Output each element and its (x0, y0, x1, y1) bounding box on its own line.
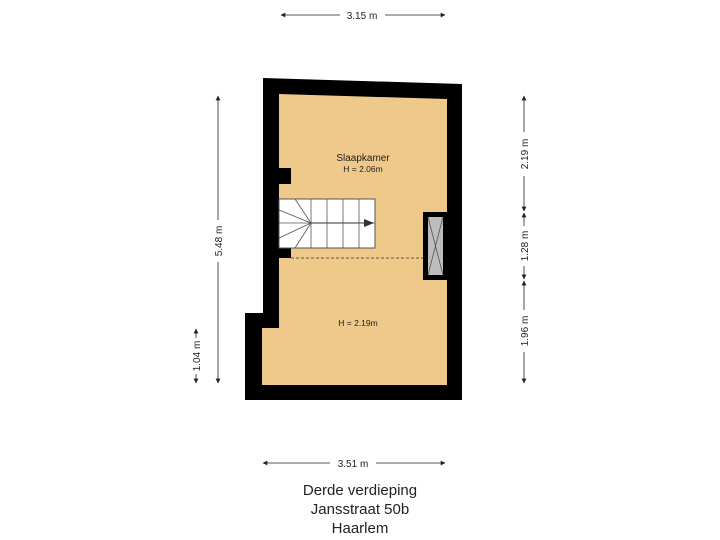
dimension-left-lower-label: 1.04 m (192, 341, 203, 372)
caption-street: Jansstraat 50b (310, 501, 410, 518)
wall-stub-upper (279, 168, 291, 184)
dimension-bottom: 3.51 m (262, 459, 446, 470)
dimension-left: 5.48 m (214, 95, 225, 384)
dimension-top-label: 3.15 m (347, 11, 378, 22)
bedroom-height: H = 2.06m (343, 164, 382, 174)
staircase-icon (278, 198, 376, 249)
dimension-left-lower: 1.04 m (192, 328, 203, 384)
bedroom-name: Slaapkamer (336, 153, 390, 164)
dimension-right-lower: 1.96 m (520, 280, 531, 384)
dimension-left-label: 5.48 m (214, 226, 225, 257)
dimension-bottom-label: 3.51 m (338, 459, 369, 470)
dimension-top: 3.15 m (280, 11, 446, 22)
caption-floor: Derde verdieping (302, 482, 418, 499)
caption-city: Haarlem (331, 520, 389, 537)
dimension-right-lower-label: 1.96 m (520, 316, 531, 347)
dimension-right-middle: 1.28 m (520, 212, 531, 280)
chimney-shaft-icon (423, 212, 447, 280)
lower-room-height: H = 2.19m (338, 318, 377, 328)
caption: Derde verdieping Jansstraat 50b Haarlem (0, 481, 720, 538)
dimension-right-upper-label: 2.19 m (520, 139, 531, 170)
dimension-right-upper: 2.19 m (520, 95, 531, 212)
wall-stub-lower (279, 248, 291, 258)
dimension-right-middle-label: 1.28 m (520, 231, 531, 262)
